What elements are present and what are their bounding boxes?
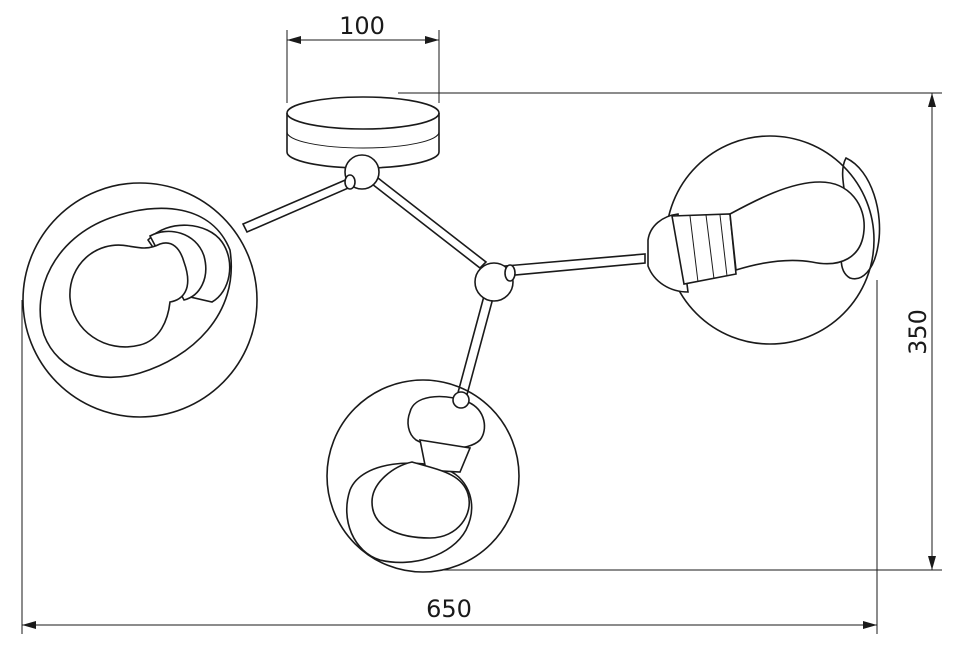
arrow-right: [425, 36, 439, 44]
right-globe-lamp: [647, 135, 881, 345]
arrow-down: [928, 556, 936, 570]
left-globe-inner-reflection: [39, 207, 233, 379]
right-socket-groove-1: [689, 215, 699, 283]
bottom-bulb: [371, 461, 470, 539]
arm-left: [241, 176, 355, 234]
dimension-label-right: 350: [904, 309, 932, 355]
bottom-arm-joint: [452, 391, 470, 409]
arm-center: [370, 176, 488, 270]
bottom-globe-lamp: [326, 379, 520, 573]
bottom-socket: [418, 439, 472, 473]
left-bulb: [69, 242, 189, 348]
right-socket: [671, 213, 737, 285]
arm-right: [504, 253, 646, 277]
bottom-globe: [326, 379, 520, 573]
dimension-top: 100: [286, 12, 440, 103]
ceiling-canopy: [286, 96, 440, 169]
right-bulb: [729, 181, 865, 272]
arrow-left: [287, 36, 301, 44]
center-joint-collar: [504, 264, 516, 282]
arrow-up: [928, 93, 936, 107]
arrow-left-bottom: [22, 621, 36, 629]
left-globe-lamp: [22, 182, 258, 418]
dimension-bottom: 650: [21, 280, 878, 634]
bottom-socket-cap: [407, 395, 486, 450]
right-socket-groove-3: [719, 214, 728, 277]
dimension-label-bottom: 650: [426, 595, 472, 623]
upper-joint-collar: [344, 174, 356, 190]
left-globe: [22, 182, 258, 418]
arrow-right-bottom: [863, 621, 877, 629]
fixture-arms: [241, 176, 646, 403]
dimension-right: 350: [398, 92, 942, 571]
right-socket-groove-2: [705, 214, 715, 280]
dimension-label-top: 100: [339, 12, 385, 40]
arm-bottom: [455, 295, 494, 403]
center-joint-ball: [474, 262, 514, 302]
